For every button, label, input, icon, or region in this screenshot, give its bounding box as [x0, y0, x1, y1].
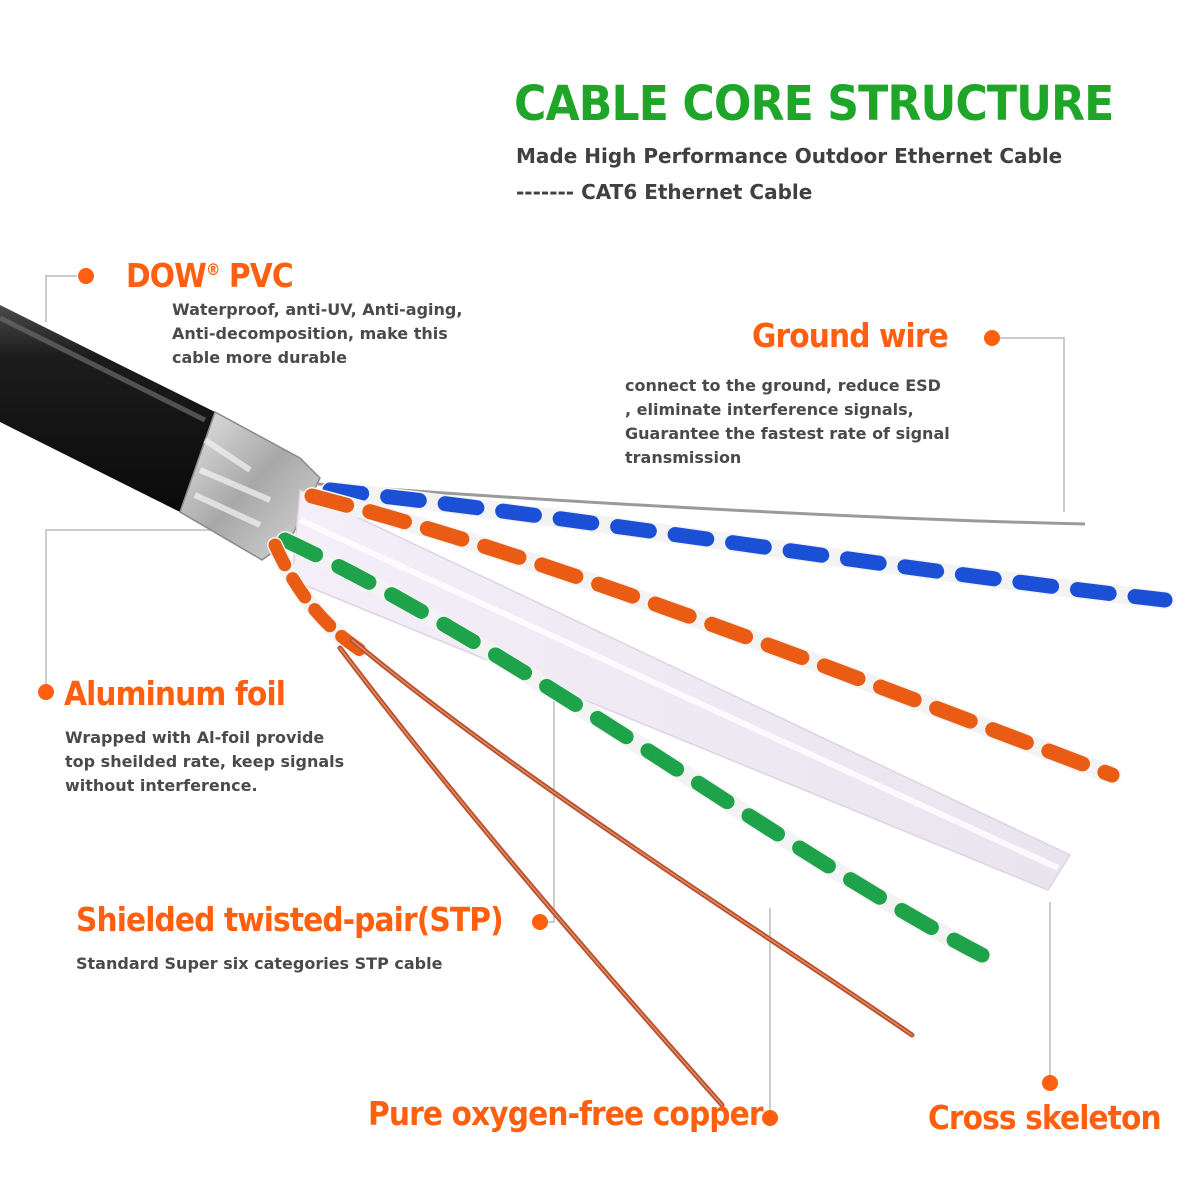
skeleton-dot [1042, 1075, 1058, 1091]
foil-leader [45, 529, 212, 692]
stp-heading: Shielded twisted-pair(STP) [76, 900, 504, 939]
registered-mark: ® [205, 260, 220, 279]
ground-wire-line-1: connect to the ground, reduce ESD [625, 376, 941, 395]
pvc-line-2: Anti-decomposition, make this [172, 324, 448, 343]
ground-wire-line-3: Guarantee the fastest rate of signal [625, 424, 950, 443]
stp-line-1: Standard Super six categories STP cable [76, 954, 443, 973]
stp-description: Standard Super six categories STP cable [76, 952, 442, 976]
stp-dot [532, 914, 548, 930]
callout-dots [38, 268, 1058, 1126]
foil-line-1: Wrapped with Al-foil provide [65, 728, 325, 747]
pvc-dot [78, 268, 94, 284]
ground-wire-shape [317, 482, 1086, 526]
foil-line-2: top sheilded rate, keep signals [65, 752, 345, 771]
subtitle-line-2: ------- CAT6 Ethernet Cable [516, 180, 813, 204]
ground-wire-leader [1000, 337, 1065, 512]
ground-wire-description: connect to the ground, reduce ESD , elim… [625, 374, 950, 470]
green-pair [276, 531, 991, 964]
jacket-highlight [0, 315, 207, 423]
pvc-leader [45, 275, 77, 322]
pvc-line-3: cable more durable [172, 348, 347, 367]
pvc-description: Waterproof, anti-UV, Anti-aging, Anti-de… [172, 298, 462, 370]
foil-dot [38, 684, 54, 700]
pvc-line-1: Waterproof, anti-UV, Anti-aging, [172, 300, 463, 319]
ground-wire-line-2: , eliminate interference signals, [625, 400, 914, 419]
foil-heading: Aluminum foil [64, 674, 286, 713]
blue-pair [321, 481, 1174, 609]
pvc-heading: DOW® PVC [126, 256, 294, 295]
copper-conductors [337, 637, 915, 1108]
copper-dot [762, 1110, 778, 1126]
stp-leader [540, 700, 555, 923]
foil-line-3: without interference. [65, 776, 258, 795]
orange-pair [303, 487, 1121, 784]
cable-jacket [0, 305, 215, 512]
foil-description: Wrapped with Al-foil provide top sheilde… [65, 726, 344, 798]
ground-wire-heading: Ground wire [752, 316, 949, 355]
skeleton-heading: Cross skeleton [928, 1098, 1162, 1137]
page-title: CABLE CORE STRUCTURE [514, 76, 1114, 132]
ground-wire-dot [984, 330, 1000, 346]
orange-stripe-pair [267, 537, 368, 658]
copper-heading: Pure oxygen-free copper [368, 1094, 764, 1133]
cross-skeleton-shape [291, 488, 1072, 891]
ground-wire-line-4: transmission [625, 448, 742, 467]
subtitle-line-1: Made High Performance Outdoor Ethernet C… [516, 144, 1063, 168]
